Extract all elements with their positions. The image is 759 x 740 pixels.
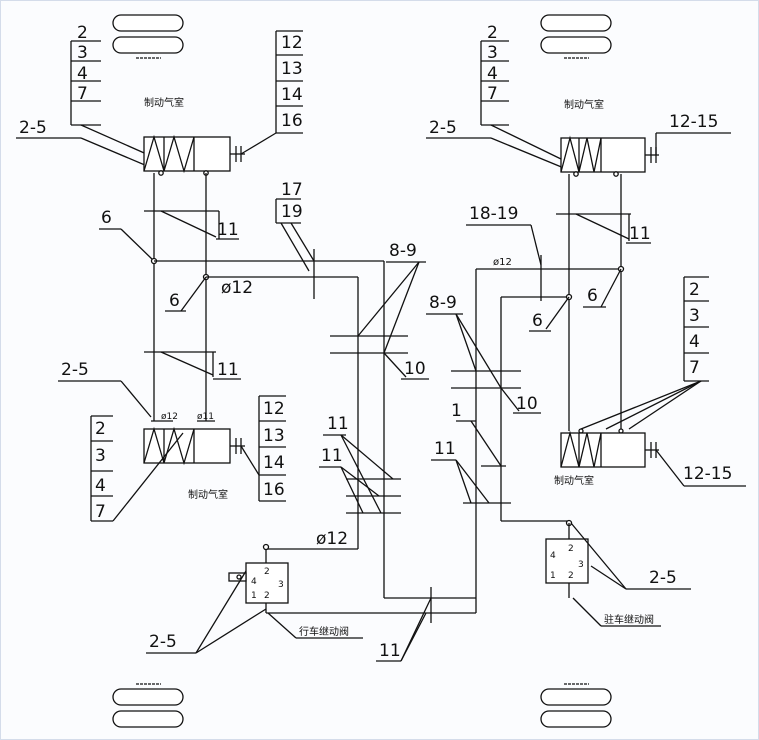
label-l-6b: 6 [169, 291, 180, 311]
label-c-11a: 11 [327, 414, 349, 434]
left-pipes: 11 6 6 ø12 11 [99, 173, 253, 421]
label-tl-3: 3 [77, 43, 88, 63]
wheel-top-left [112, 14, 184, 59]
label-c-6d: 6 [587, 286, 598, 306]
label-c-10b: 10 [516, 394, 538, 414]
label-br-7: 7 [689, 358, 700, 378]
label-bl-phi12a: ø12 [161, 412, 178, 422]
label-l-phi12: ø12 [221, 278, 253, 298]
valve-l-port-3: 3 [278, 580, 284, 590]
label-bl-7: 7 [95, 502, 106, 522]
label-bot-11: 11 [379, 641, 401, 661]
label-c-11b: 11 [321, 446, 343, 466]
label-bl-chamber: 制动气室 [188, 488, 228, 501]
chamber-bottom-left: 2-5 ø12 ø11 制动气室 2 3 4 7 12 13 14 [58, 360, 286, 522]
label-br-3: 3 [689, 306, 700, 326]
valve-r-port-2a: 2 [568, 544, 574, 554]
chamber-bottom-right: 2 3 4 7 制动气室 12-15 [554, 276, 746, 487]
label-l-11a: 11 [217, 220, 239, 240]
wheel-bottom-left [112, 683, 184, 728]
relay-valve-service: 2 4 2 1 3 行车继动阀 [228, 543, 363, 639]
label-bl-14: 14 [263, 453, 285, 473]
label-tl-2: 2 [77, 23, 88, 43]
label-c-phi12r: ø12 [493, 257, 512, 268]
valve-r-port-4: 4 [550, 551, 556, 561]
label-c-8-9b: 8-9 [429, 293, 457, 313]
label-tr-3: 3 [487, 43, 498, 63]
valve-r-port-3: 3 [578, 560, 584, 570]
label-bl-2: 2 [95, 419, 106, 439]
label-tl-16: 16 [281, 111, 303, 131]
label-c-18-19: 18-19 [469, 204, 518, 224]
valve-l-port-2a: 2 [264, 567, 270, 577]
label-bl-4: 4 [95, 476, 106, 496]
label-tr-chamber: 制动气室 [564, 98, 604, 111]
label-c-phi12: ø12 [316, 529, 348, 549]
label-tl-14: 14 [281, 85, 303, 105]
valve-l-port-1: 1 [251, 591, 257, 601]
label-c-11r: 11 [629, 224, 651, 244]
valve-l-port-2b: 2 [264, 591, 270, 601]
label-bl-13: 13 [263, 426, 285, 446]
label-c-10a: 10 [404, 359, 426, 379]
label-c-19: 19 [281, 202, 303, 222]
label-tr-2-5: 2-5 [429, 118, 457, 138]
wheel-top-right [540, 14, 612, 59]
label-c-11c: 11 [434, 439, 456, 459]
label-tl-7: 7 [77, 84, 88, 104]
label-valve-parking: 驻车继动阀 [604, 613, 654, 626]
label-tl-2-5: 2-5 [19, 118, 47, 138]
chamber-top-left: 2 3 4 7 2-5 制动气室 12 13 14 16 [16, 23, 303, 176]
label-bl-3: 3 [95, 446, 106, 466]
bottom-callouts: 2-5 11 2-5 [146, 522, 691, 662]
label-bot-2-5l: 2-5 [149, 632, 177, 652]
label-valve-service: 行车继动阀 [299, 625, 349, 638]
label-br-4: 4 [689, 332, 700, 352]
label-l-11b: 11 [217, 360, 239, 380]
label-c-8-9a: 8-9 [389, 241, 417, 261]
label-tr-12-15: 12-15 [669, 112, 718, 132]
label-c-6c: 6 [532, 311, 543, 331]
right-pipes: 11 18-19 ø12 6 6 8-9 10 1 11 [426, 174, 651, 598]
label-tr-2: 2 [487, 23, 498, 43]
label-tr-4: 4 [487, 64, 498, 84]
valve-r-port-1: 1 [550, 571, 556, 581]
label-bl-2-5: 2-5 [61, 360, 89, 380]
label-tl-4: 4 [77, 64, 88, 84]
label-tl-12: 12 [281, 33, 303, 53]
label-br-chamber: 制动气室 [554, 474, 594, 487]
label-bl-phi12b: ø11 [197, 412, 214, 422]
label-c-17: 17 [281, 180, 303, 200]
label-c-1: 1 [451, 401, 462, 421]
label-bl-12: 12 [263, 399, 285, 419]
label-tl-chamber: 制动气室 [144, 96, 184, 109]
valve-l-port-4: 4 [251, 577, 257, 587]
label-l-6a: 6 [101, 208, 112, 228]
trunk-lines: 17 19 8-9 10 11 11 ø12 [154, 180, 477, 623]
label-br-2: 2 [689, 280, 700, 300]
label-tr-7: 7 [487, 84, 498, 104]
label-bl-16: 16 [263, 480, 285, 500]
chamber-top-right: 2 3 4 7 2-5 制动气室 12-15 [426, 23, 731, 177]
relay-valve-parking: 2 4 2 1 3 驻车继动阀 [545, 519, 661, 627]
label-br-12-15: 12-15 [683, 464, 732, 484]
label-bot-2-5r: 2-5 [649, 568, 677, 588]
label-tl-13: 13 [281, 59, 303, 79]
valve-r-port-2b: 2 [568, 571, 574, 581]
wheel-bottom-right [540, 683, 612, 728]
